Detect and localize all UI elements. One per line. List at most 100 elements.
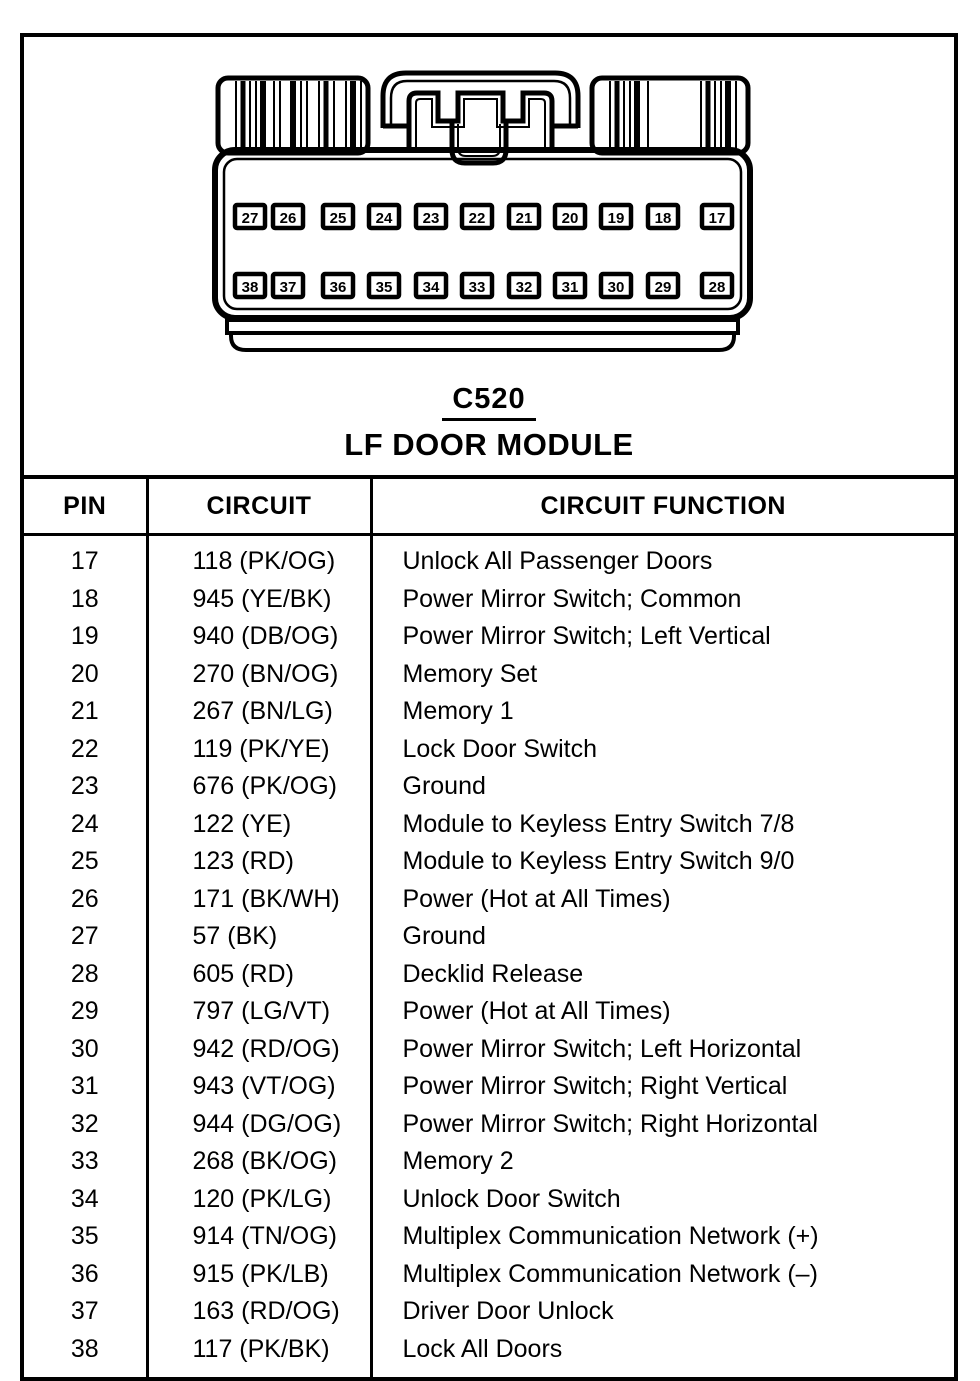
svg-text:26: 26 <box>280 210 297 227</box>
cell-circuit: 915 (PK/LB) <box>145 1255 371 1293</box>
svg-text:36: 36 <box>330 279 347 296</box>
cell-pin: 20 <box>70 659 99 688</box>
cell-circuit-function: Memory 2 <box>369 1143 954 1181</box>
svg-text:35: 35 <box>376 279 393 296</box>
svg-text:38: 38 <box>242 279 259 296</box>
connector-pin-23: 23 <box>413 202 449 231</box>
cell-circuit: 943 (VT/OG) <box>145 1068 371 1106</box>
connector-pin-29: 29 <box>645 271 681 300</box>
cell-circuit: 117 (PK/BK) <box>145 1330 371 1377</box>
svg-text:18: 18 <box>655 210 672 227</box>
connector-pin-21: 21 <box>506 202 542 231</box>
cell-circuit: 267 (BN/LG) <box>145 693 371 731</box>
cell-circuit-function: Power Mirror Switch; Right Horizontal <box>369 1105 954 1143</box>
cell-circuit: 944 (DG/OG) <box>145 1105 371 1143</box>
cell-circuit: 122 (YE) <box>145 805 371 843</box>
right-rib-hatching <box>609 81 737 150</box>
cell-circuit: 605 (RD) <box>145 955 371 993</box>
latch-tab <box>380 70 581 166</box>
connector-pin-36: 36 <box>320 271 356 300</box>
cell-pin: 24 <box>70 809 99 838</box>
left-rib-block <box>215 75 371 156</box>
connector-id-text: C520 <box>442 385 536 421</box>
connector-pin-32: 32 <box>506 271 542 300</box>
connector-pin-31: 31 <box>552 271 588 300</box>
table-row: 22 119 (PK/YE)Lock Door Switch <box>24 730 954 768</box>
svg-text:37: 37 <box>280 279 297 296</box>
cell-circuit-function: Unlock All Passenger Doors <box>369 534 954 581</box>
cell-circuit-function: Driver Door Unlock <box>369 1293 954 1331</box>
pinout-table-header: PIN CIRCUIT CIRCUIT FUNCTION <box>24 477 954 536</box>
cell-pin: 37 <box>70 1297 99 1326</box>
cell-circuit: 118 (PK/OG) <box>145 534 371 581</box>
cell-pin: 19 <box>70 622 99 651</box>
table-row: 23 676 (PK/OG)Ground <box>24 768 954 806</box>
cell-circuit-function: Module to Keyless Entry Switch 7/8 <box>369 805 954 843</box>
connector-pin-34: 34 <box>413 271 449 300</box>
cell-pin: 21 <box>70 697 99 726</box>
svg-text:17: 17 <box>709 210 726 227</box>
header-pin: PIN <box>24 477 147 536</box>
svg-text:27: 27 <box>242 210 259 227</box>
cell-circuit: 268 (BK/OG) <box>145 1143 371 1181</box>
cell-pin: 33 <box>70 1147 99 1176</box>
cell-pin: 36 <box>70 1259 99 1288</box>
cell-pin: 32 <box>70 1109 99 1138</box>
cell-pin: 25 <box>70 847 99 876</box>
cell-pin: 23 <box>70 772 99 801</box>
svg-text:31: 31 <box>562 279 579 296</box>
cell-circuit-function: Lock Door Switch <box>369 730 954 768</box>
cell-circuit: 945 (YE/BK) <box>145 580 371 618</box>
connector-pin-37: 37 <box>270 271 306 300</box>
cell-circuit-function: Ground <box>369 768 954 806</box>
connector-pin-18: 18 <box>645 202 681 231</box>
cell-pin: 34 <box>70 1184 99 1213</box>
cell-circuit: 676 (PK/OG) <box>145 768 371 806</box>
svg-text:32: 32 <box>516 279 533 296</box>
cell-pin: 35 <box>70 1222 99 1251</box>
cell-circuit: 940 (DB/OG) <box>145 618 371 656</box>
cell-circuit: 797 (LG/VT) <box>145 993 371 1031</box>
svg-text:24: 24 <box>376 210 393 227</box>
connector-pin-25: 25 <box>320 202 356 231</box>
cell-circuit-function: Power Mirror Switch; Left Horizontal <box>369 1030 954 1068</box>
left-rib-hatching <box>235 81 362 150</box>
cell-circuit: 123 (RD) <box>145 843 371 881</box>
svg-text:28: 28 <box>709 279 726 296</box>
cell-circuit-function: Lock All Doors <box>369 1330 954 1377</box>
connector-pin-24: 24 <box>366 202 402 231</box>
connector-pin-20: 20 <box>552 202 588 231</box>
cell-pin: 27 <box>70 922 99 951</box>
cell-circuit-function: Power (Hot at All Times) <box>369 880 954 918</box>
svg-text:21: 21 <box>516 210 533 227</box>
cell-circuit: 120 (PK/LG) <box>145 1180 371 1218</box>
connector-lip-bottom <box>229 333 736 352</box>
cell-circuit-function: Unlock Door Switch <box>369 1180 954 1218</box>
header-circuit: CIRCUIT <box>145 477 371 536</box>
cell-circuit-function: Power Mirror Switch; Left Vertical <box>369 618 954 656</box>
right-rib-block <box>589 75 751 156</box>
cell-pin: 29 <box>70 997 99 1026</box>
svg-text:20: 20 <box>562 210 579 227</box>
connector-lip-band <box>225 318 740 335</box>
cell-pin: 22 <box>70 734 99 763</box>
cell-circuit: 171 (BK/WH) <box>145 880 371 918</box>
cell-circuit: 270 (BN/OG) <box>145 655 371 693</box>
svg-text:19: 19 <box>608 210 625 227</box>
cell-circuit: 119 (PK/YE) <box>145 730 371 768</box>
cell-pin: 30 <box>70 1034 99 1063</box>
